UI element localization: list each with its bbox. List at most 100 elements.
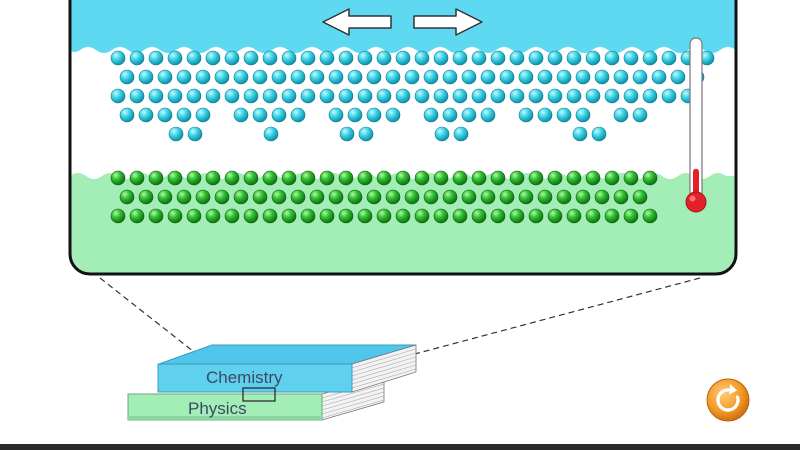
cyan-atom bbox=[357, 50, 373, 66]
thermometer-icon bbox=[685, 37, 707, 213]
cyan-atom bbox=[604, 50, 620, 66]
green-atom bbox=[509, 208, 525, 224]
cyan-atom bbox=[433, 50, 449, 66]
cyan-atom bbox=[328, 69, 344, 85]
cyan-atom bbox=[233, 69, 249, 85]
cyan-atom bbox=[300, 88, 316, 104]
cyan-atom bbox=[423, 107, 439, 123]
cyan-atom bbox=[528, 50, 544, 66]
cyan-atom bbox=[233, 107, 249, 123]
cyan-atom bbox=[480, 69, 496, 85]
green-atom bbox=[347, 189, 363, 205]
arrow-left-icon[interactable] bbox=[322, 8, 392, 36]
cyan-atom bbox=[167, 50, 183, 66]
cyan-atom bbox=[110, 88, 126, 104]
cyan-atom bbox=[566, 88, 582, 104]
cyan-atom bbox=[594, 69, 610, 85]
cyan-atom bbox=[499, 69, 515, 85]
physics-book-label: Physics bbox=[188, 399, 247, 418]
cyan-atom bbox=[651, 69, 667, 85]
green-atom bbox=[281, 208, 297, 224]
cyan-atom bbox=[129, 50, 145, 66]
reset-icon bbox=[706, 378, 750, 422]
green-atom bbox=[452, 170, 468, 186]
cyan-atom bbox=[575, 107, 591, 123]
cyan-atom bbox=[205, 88, 221, 104]
green-atom bbox=[509, 170, 525, 186]
reset-button[interactable] bbox=[706, 378, 750, 422]
cyan-atom bbox=[376, 88, 392, 104]
green-atom bbox=[148, 170, 164, 186]
green-atom bbox=[338, 170, 354, 186]
green-atom bbox=[499, 189, 515, 205]
green-atom bbox=[338, 208, 354, 224]
cyan-atom bbox=[404, 69, 420, 85]
cyan-atom bbox=[138, 107, 154, 123]
cyan-atom bbox=[585, 50, 601, 66]
green-atom bbox=[167, 170, 183, 186]
cyan-atom bbox=[528, 88, 544, 104]
cyan-atom bbox=[642, 50, 658, 66]
cyan-atom bbox=[572, 126, 588, 142]
cyan-atom bbox=[547, 50, 563, 66]
green-atom bbox=[176, 189, 192, 205]
green-atom bbox=[537, 189, 553, 205]
cyan-atom bbox=[119, 107, 135, 123]
green-atom bbox=[433, 208, 449, 224]
cyan-atom bbox=[366, 107, 382, 123]
cyan-atom bbox=[224, 50, 240, 66]
cyan-atom bbox=[423, 69, 439, 85]
cyan-atom bbox=[338, 50, 354, 66]
cyan-atom bbox=[339, 126, 355, 142]
cyan-atom bbox=[661, 88, 677, 104]
green-atom bbox=[309, 189, 325, 205]
green-atom bbox=[290, 189, 306, 205]
cyan-atom bbox=[347, 69, 363, 85]
cyan-atom bbox=[176, 69, 192, 85]
bottom-bar bbox=[0, 444, 800, 450]
cyan-atom bbox=[623, 88, 639, 104]
green-atom bbox=[623, 170, 639, 186]
cyan-atom bbox=[138, 69, 154, 85]
green-atom bbox=[119, 189, 135, 205]
green-atom bbox=[157, 189, 173, 205]
cyan-atom bbox=[195, 69, 211, 85]
green-atom bbox=[205, 208, 221, 224]
cyan-atom bbox=[433, 88, 449, 104]
cyan-atom bbox=[613, 69, 629, 85]
cyan-atom bbox=[290, 107, 306, 123]
green-atom bbox=[623, 208, 639, 224]
cyan-atom bbox=[271, 107, 287, 123]
cyan-atom bbox=[290, 69, 306, 85]
arrow-right-icon[interactable] bbox=[413, 8, 483, 36]
green-atom bbox=[252, 189, 268, 205]
cyan-atom bbox=[480, 107, 496, 123]
cyan-atom bbox=[452, 50, 468, 66]
zoom-focus-box bbox=[242, 387, 276, 402]
cyan-atom bbox=[395, 50, 411, 66]
green-atom bbox=[319, 208, 335, 224]
green-atom bbox=[319, 170, 335, 186]
cyan-atom bbox=[385, 69, 401, 85]
cyan-atom bbox=[613, 107, 629, 123]
cyan-atom bbox=[176, 107, 192, 123]
cyan-atom bbox=[585, 88, 601, 104]
cyan-atom bbox=[271, 69, 287, 85]
cyan-atom bbox=[262, 88, 278, 104]
cyan-atom bbox=[243, 88, 259, 104]
cyan-atom bbox=[453, 126, 469, 142]
green-atom bbox=[613, 189, 629, 205]
cyan-atom bbox=[262, 50, 278, 66]
green-atom bbox=[585, 170, 601, 186]
green-atom bbox=[233, 189, 249, 205]
cyan-atom bbox=[263, 126, 279, 142]
green-atom bbox=[642, 208, 658, 224]
green-atom bbox=[395, 170, 411, 186]
green-atom bbox=[404, 189, 420, 205]
green-atom bbox=[214, 189, 230, 205]
green-atom bbox=[148, 208, 164, 224]
green-atom bbox=[366, 189, 382, 205]
green-atom bbox=[129, 170, 145, 186]
cyan-atom bbox=[604, 88, 620, 104]
